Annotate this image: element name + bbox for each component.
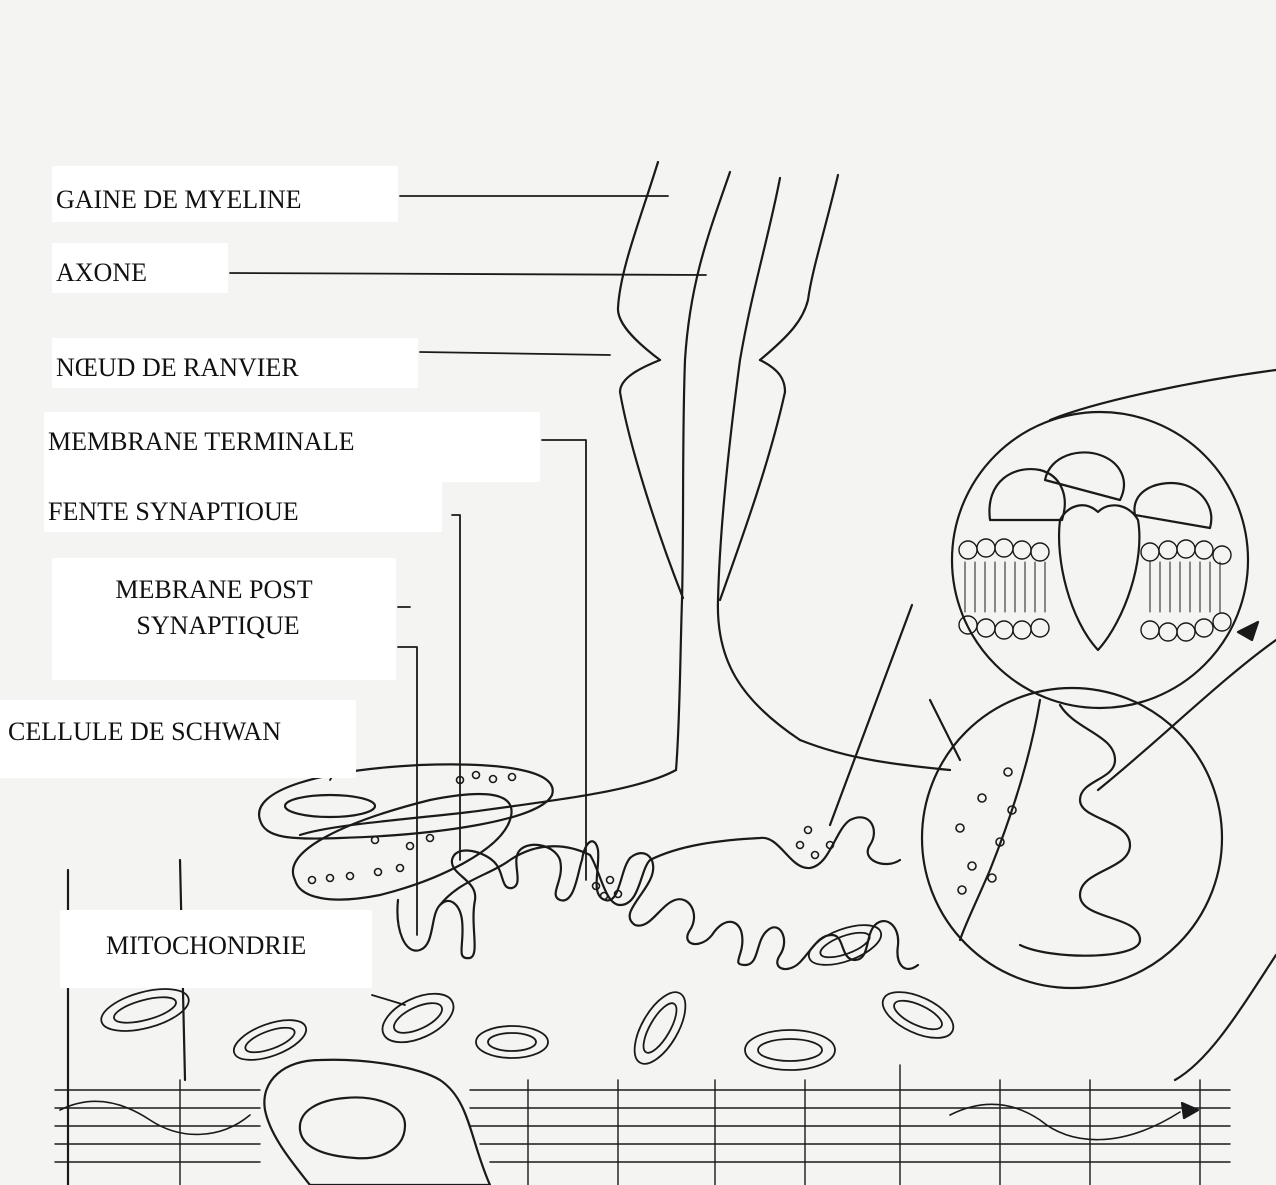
label-myelin-sheath: GAINE DE MYELINE: [52, 166, 398, 222]
label-postsynaptic-membrane: MEBRANE POST SYNAPTIQUE: [52, 558, 396, 680]
label-schwann-cell: CELLULE DE SCHWAN: [0, 700, 356, 778]
label-synaptic-cleft: FENTE SYNAPTIOUE: [44, 482, 442, 532]
label-postsynaptic-membrane-line1: MEBRANE POST: [52, 572, 396, 608]
label-synaptic-cleft-text: FENTE SYNAPTIOUE: [48, 497, 299, 526]
label-terminal-membrane-text: MEMBRANE TERMINALE: [48, 427, 354, 456]
label-mitochondria: MITOCHONDRIE: [60, 910, 372, 988]
label-postsynaptic-membrane-line2: SYNAPTIQUE: [52, 608, 396, 644]
label-schwann-cell-text: CELLULE DE SCHWAN: [8, 717, 281, 746]
label-terminal-membrane: MEMBRANE TERMINALE: [44, 412, 540, 482]
label-axon: AXONE: [52, 243, 228, 293]
label-myelin-sheath-text: GAINE DE MYELINE: [56, 185, 302, 214]
label-mitochondria-text: MITOCHONDRIE: [106, 931, 306, 960]
label-axon-text: AXONE: [56, 258, 147, 287]
label-node-of-ranvier-text: NŒUD DE RANVIER: [56, 353, 299, 382]
label-node-of-ranvier: NŒUD DE RANVIER: [52, 338, 418, 388]
